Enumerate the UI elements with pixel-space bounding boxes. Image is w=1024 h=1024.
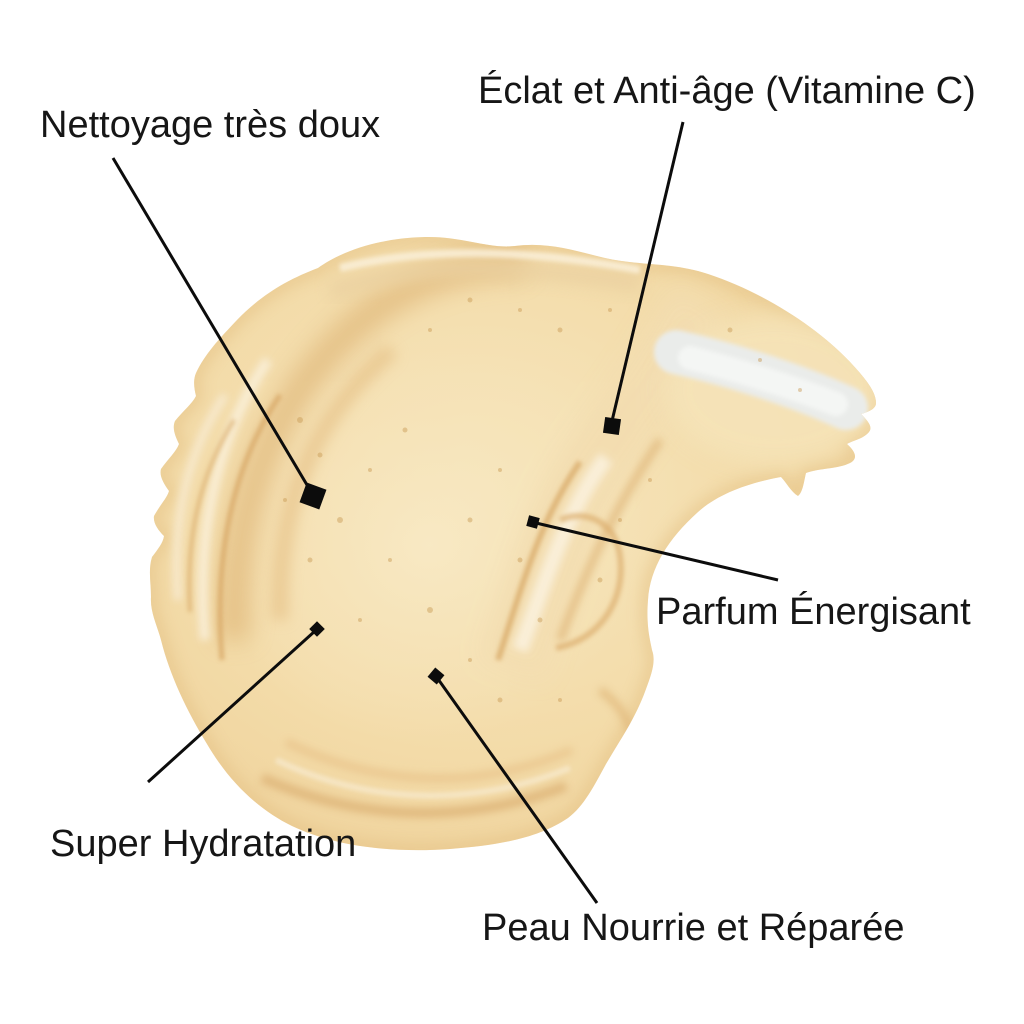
bottom-fold-shadow-2 [284,738,574,783]
label-hydration: Super Hydratation [50,823,357,865]
bottom-fold-shadow [259,773,568,818]
bowl-inner-shadow [271,343,398,621]
nourish-marker [427,667,445,685]
swirl-crest-crease [495,460,583,661]
cleansing-callout-line [111,157,312,491]
cream-swatch [149,236,877,851]
hydration-callout-line [146,629,317,784]
top-rim-highlight [339,249,641,274]
fragrance-marker [526,515,540,529]
left-ridge-highlight-2 [172,392,229,601]
label-radiance: Éclat et Anti-âge (Vitamine C) [478,70,976,112]
radiance-marker [602,416,622,436]
callout-lines [111,121,779,904]
nourish-callout-line [436,678,599,904]
swirl-crest-crease-2 [556,437,664,642]
swirl-crest-highlight [512,453,613,653]
scraped-white-streak-core [678,346,848,416]
bottom-fold-highlight [274,757,572,799]
label-fragrance: Parfum Énergisant [656,591,971,633]
left-ridge-crease [217,393,283,661]
cleansing-marker [299,482,327,510]
swirl-curl [555,513,624,651]
label-cleansing: Nettoyage très doux [40,104,381,146]
cream-speckles [283,297,802,703]
fragrance-callout-line [535,521,779,582]
callout-markers [299,416,622,685]
top-rim-shading [326,259,642,301]
radiance-callout-line [610,121,685,422]
label-nourish: Peau Nourrie et Réparée [482,907,905,949]
left-ridge-highlight [197,357,273,641]
left-ridge-crease-2 [187,418,236,613]
